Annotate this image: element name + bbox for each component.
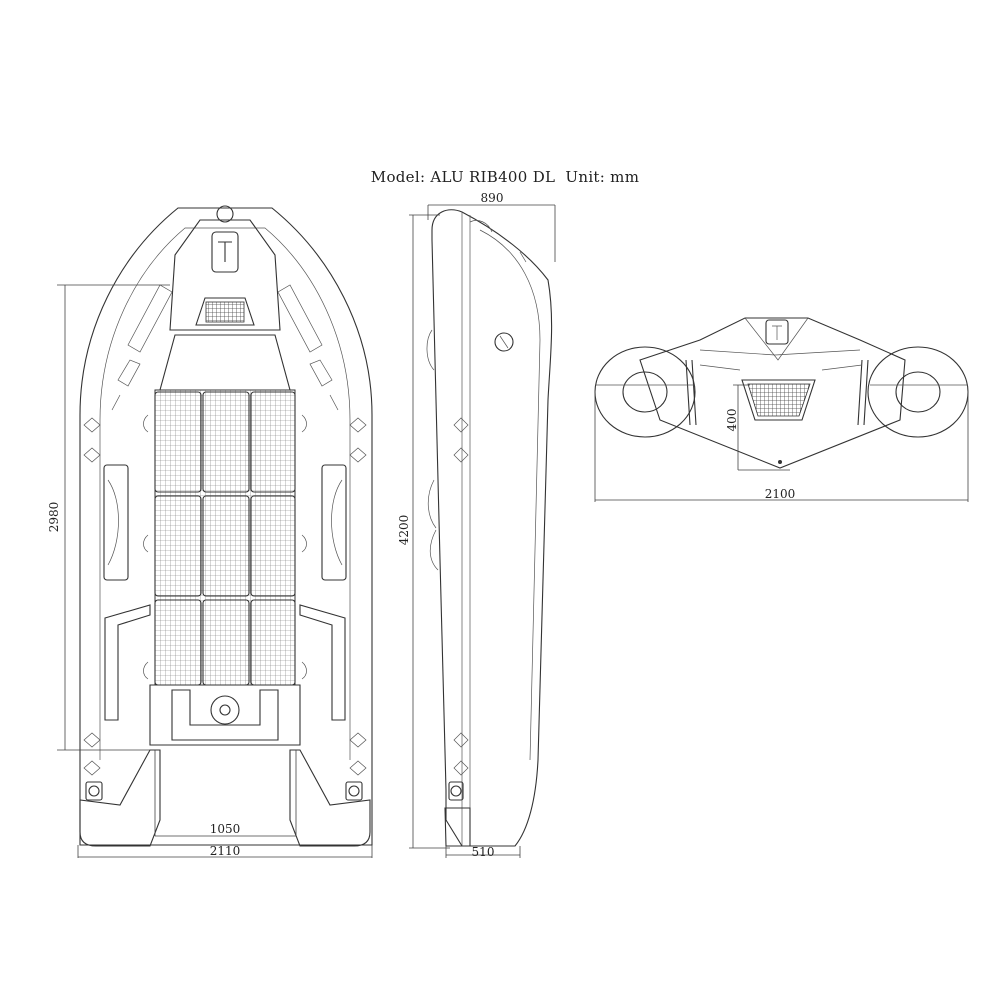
dim-890: 890	[481, 191, 504, 205]
dim-4200: 4200	[397, 515, 411, 546]
top-view: 2980 1050 2110	[47, 205, 373, 858]
side-view-hull-outline	[431, 209, 553, 847]
rear-view-left-tube	[594, 346, 696, 438]
top-view-tube-outline	[79, 207, 373, 846]
rear-view-right-tube	[867, 346, 969, 438]
dim-510: 510	[472, 845, 495, 859]
rear-view: 400 2100	[594, 317, 969, 502]
floor-grid	[154, 389, 296, 686]
side-view: 890 4200 510	[397, 191, 556, 859]
dim-2110: 2110	[210, 844, 241, 858]
dim-400: 400	[725, 409, 739, 432]
dim-1050: 1050	[210, 822, 241, 836]
rear-view-hull	[639, 317, 906, 469]
drawing-title: Model: ALU RIB400 DL Unit: mm	[370, 168, 640, 186]
dim-2100: 2100	[765, 487, 796, 501]
dim-2980: 2980	[47, 502, 61, 533]
